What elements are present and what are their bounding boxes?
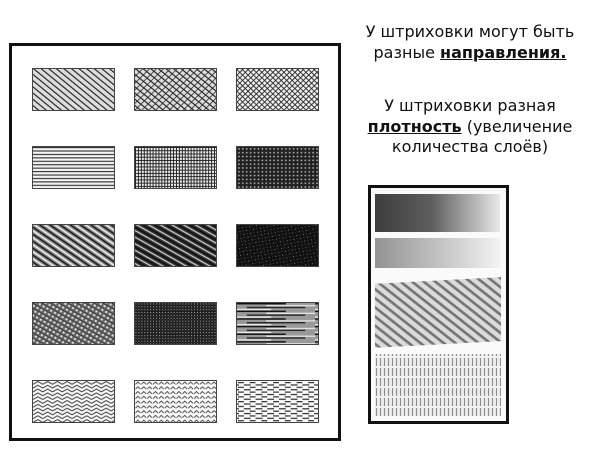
swatch-grid-lines — [134, 146, 217, 189]
density-caption-line3: количества слоёв) — [391, 137, 549, 156]
directions-caption-prefix: разные — [373, 42, 441, 62]
swatch-diagonal-lines — [32, 68, 115, 111]
density-caption: У штриховки разная плотность (увеличение… — [340, 96, 600, 158]
swatch-dense-dotted-grid — [236, 146, 319, 189]
directions-caption-line1: У штриховки могут быть — [365, 22, 575, 41]
swatch-diagonal-strokes-light — [32, 224, 115, 267]
density-emphasis: плотность — [367, 116, 462, 136]
pencil-density-frame — [368, 185, 509, 424]
swatch-dense-dark-scribble — [236, 224, 319, 267]
swatch-dense-diagonal-cross — [236, 68, 319, 111]
density-caption-suffix: (увеличение — [461, 116, 573, 136]
swatch-dashed-brick — [236, 380, 319, 423]
directions-caption-line2: разные направления. — [340, 43, 600, 64]
swatch-crosshatch-scribble — [32, 302, 115, 345]
pencil-density-samples — [371, 188, 506, 421]
density-caption-line2: плотность (увеличение — [340, 117, 600, 138]
swatch-zigzag-chevron — [32, 380, 115, 423]
swatch-horizontal-lines — [32, 146, 115, 189]
swatch-chevron-dashes — [134, 380, 217, 423]
density-caption-line1: У штриховки разная — [384, 96, 556, 115]
swatch-diagonal-strokes-dark — [134, 224, 217, 267]
directions-emphasis: направления. — [440, 42, 567, 62]
swatch-diagonal-cross — [134, 68, 217, 111]
swatch-horizontal-strokes — [236, 302, 319, 345]
directions-caption: У штриховки могут быть разные направлени… — [340, 22, 600, 63]
swatch-dense-stipple — [134, 302, 217, 345]
